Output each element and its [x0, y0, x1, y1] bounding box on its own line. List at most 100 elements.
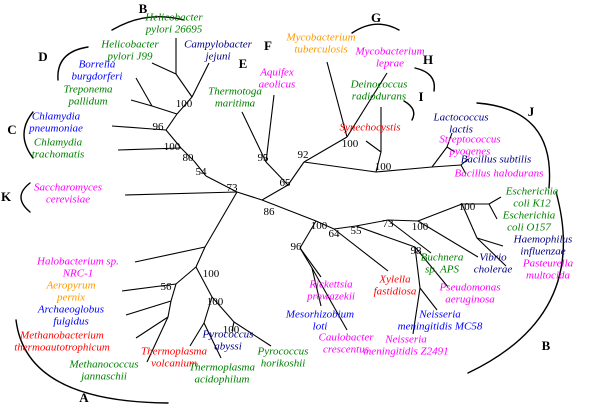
branch-line [460, 164, 467, 175]
taxon-label: Haemophilus influenzae [513, 233, 573, 257]
group-arc-b-top [111, 15, 185, 31]
branch-line [211, 296, 235, 323]
taxon-label: Archaeoglobus fulgidus [37, 303, 105, 327]
taxon-label: Bacillus subtilis [460, 153, 532, 166]
group-label-k: K [0, 189, 12, 204]
branch-line [299, 247, 313, 269]
taxon-label: Chlamydia trachomatis [31, 136, 85, 160]
bootstrap-value: 98 [410, 245, 422, 257]
branch-line [233, 321, 272, 347]
branch-line [417, 220, 479, 258]
bootstrap-value: 95 [257, 152, 269, 164]
branch-line [167, 300, 172, 318]
group-label-j: J [527, 104, 535, 119]
branch-line [303, 161, 377, 173]
taxon-label: Vibrio cholerae [473, 251, 513, 275]
bootstrap-value: 100 [202, 268, 220, 280]
group-label-g: G [370, 10, 382, 25]
bootstrap-value: 100 [175, 98, 193, 110]
taxon-label: Mycobacterium leprae [355, 45, 425, 69]
taxon-label: Thermotoga maritima [208, 85, 262, 109]
taxon-label: Neisseria meningitidis Z2491 [363, 333, 449, 357]
group-label-a: A [79, 390, 89, 405]
branch-line [165, 113, 178, 131]
branch-line [387, 219, 419, 222]
branch-line [419, 287, 438, 311]
group-label-h: H [422, 52, 434, 67]
branch-line [236, 191, 263, 201]
group-label-f: F [264, 38, 272, 53]
taxon-label: Mycobacterium tuberculosis [286, 31, 356, 55]
group-arc-d [57, 46, 89, 81]
bootstrap-value: 100 [310, 220, 328, 232]
taxon-label: Streptococcus pyogenes [439, 133, 501, 157]
branch-line [265, 161, 289, 186]
taxon-label: Thermoplasma acidophilum [188, 361, 256, 385]
group-arc-a [15, 319, 169, 404]
branch-line [311, 267, 322, 307]
branch-line [121, 283, 177, 292]
branch-line [333, 225, 357, 230]
bootstrap-value: 100 [458, 201, 476, 213]
taxon-label: Rickettsia prowazekii [307, 278, 355, 302]
branch-line [446, 146, 456, 153]
branch-line [180, 147, 195, 162]
group-arc-j [476, 102, 551, 189]
branch-line [417, 203, 463, 222]
taxon-label: Pyrococcus abyssi [202, 328, 254, 352]
branch-line [476, 237, 507, 267]
taxon-label: Lactococcus lactis [433, 111, 489, 135]
bootstrap-value: 100 [374, 161, 392, 173]
taxon-label: Escherichia coli O157 [502, 209, 556, 233]
branch-line [151, 105, 178, 115]
branch-line [165, 129, 182, 149]
branch-line [299, 220, 317, 249]
group-arc-g [351, 23, 400, 34]
branch-line [195, 246, 206, 268]
taxon-label: Synechocystis [339, 121, 401, 134]
group-label-d: D [38, 49, 48, 64]
bootstrap-value: 65 [279, 177, 291, 189]
branch-line [387, 219, 432, 254]
taxon-label: Treponema pallidum [63, 83, 113, 107]
taxon-label: Campylobacter jejuni [184, 38, 252, 62]
bootstrap-value: 55 [350, 225, 362, 237]
branch-line [135, 77, 153, 107]
taxon-label: Thermoplasma volcanium [140, 345, 208, 369]
branch-line [205, 175, 238, 193]
branch-line [315, 220, 335, 230]
branch-line [431, 146, 448, 168]
branch-line [261, 184, 289, 201]
branch-line [461, 203, 478, 239]
bootstrap-value: 100 [222, 324, 240, 336]
taxon-label: Borrelia burgdorferi [71, 58, 123, 82]
bootstrap-value: 64 [328, 228, 340, 240]
branch-line [346, 72, 388, 138]
branch-line [176, 96, 193, 115]
branch-line [265, 94, 275, 163]
taxon-label: Methanobacterium thermoautotrophicum [14, 329, 110, 353]
branch-line [488, 196, 502, 205]
taxon-label: Aquifex aeolicus [258, 66, 296, 90]
taxon-label: Methanococcus jannaschii [69, 358, 139, 382]
branch-line [134, 246, 206, 263]
branch-line [375, 166, 433, 173]
branch-line [460, 158, 469, 166]
branch-line [175, 266, 197, 285]
taxon-label: Deinococcus radiodurans [350, 78, 408, 102]
branch-line [476, 237, 504, 247]
taxon-label: Saccharomyces cerevisiae [33, 181, 103, 205]
branch-line [175, 73, 193, 98]
bootstrap-value: 96 [152, 121, 164, 133]
bootstrap-value: 100 [206, 296, 224, 308]
bootstrap-value: 100 [411, 221, 429, 233]
branch-line [111, 125, 167, 131]
group-label-i: I [418, 89, 424, 104]
bootstrap-value: 73 [382, 218, 394, 230]
taxon-label: Chlamydia pneumoniae [29, 110, 83, 134]
branch-line [414, 246, 421, 289]
branch-line [355, 219, 389, 227]
branch-line [146, 316, 169, 363]
taxon-label: Pasteurella multocida [522, 257, 574, 281]
branch-line [241, 111, 267, 163]
